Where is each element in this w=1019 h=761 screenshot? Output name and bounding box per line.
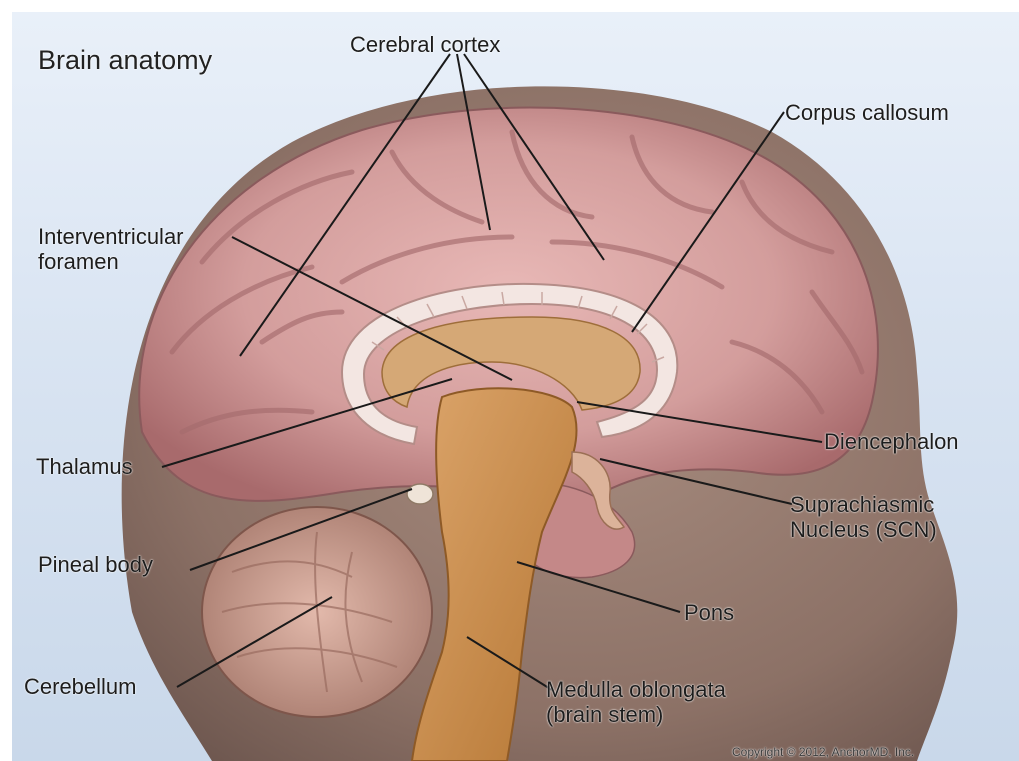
label-pineal-body: Pineal body <box>38 552 153 577</box>
label-cerebellum: Cerebellum <box>24 674 137 699</box>
label-suprachiasmic-nucleus: Suprachiasmic Nucleus (SCN) <box>790 492 937 543</box>
diagram-frame: Brain anatomy Cerebral cortex Corpus cal… <box>12 12 1019 761</box>
label-thalamus: Thalamus <box>36 454 133 479</box>
copyright-notice: Copyright © 2012, AnchorMD, Inc. <box>732 746 914 760</box>
label-pons: Pons <box>684 600 734 625</box>
label-diencephalon: Diencephalon <box>824 429 959 454</box>
pineal-gland <box>407 484 433 504</box>
diagram-title: Brain anatomy <box>38 45 212 76</box>
label-medulla-oblongata: Medulla oblongata (brain stem) <box>546 677 726 728</box>
label-interventricular-foramen: Interventricular foramen <box>38 224 184 275</box>
label-cerebral-cortex: Cerebral cortex <box>350 32 500 57</box>
label-corpus-callosum: Corpus callosum <box>785 100 949 125</box>
